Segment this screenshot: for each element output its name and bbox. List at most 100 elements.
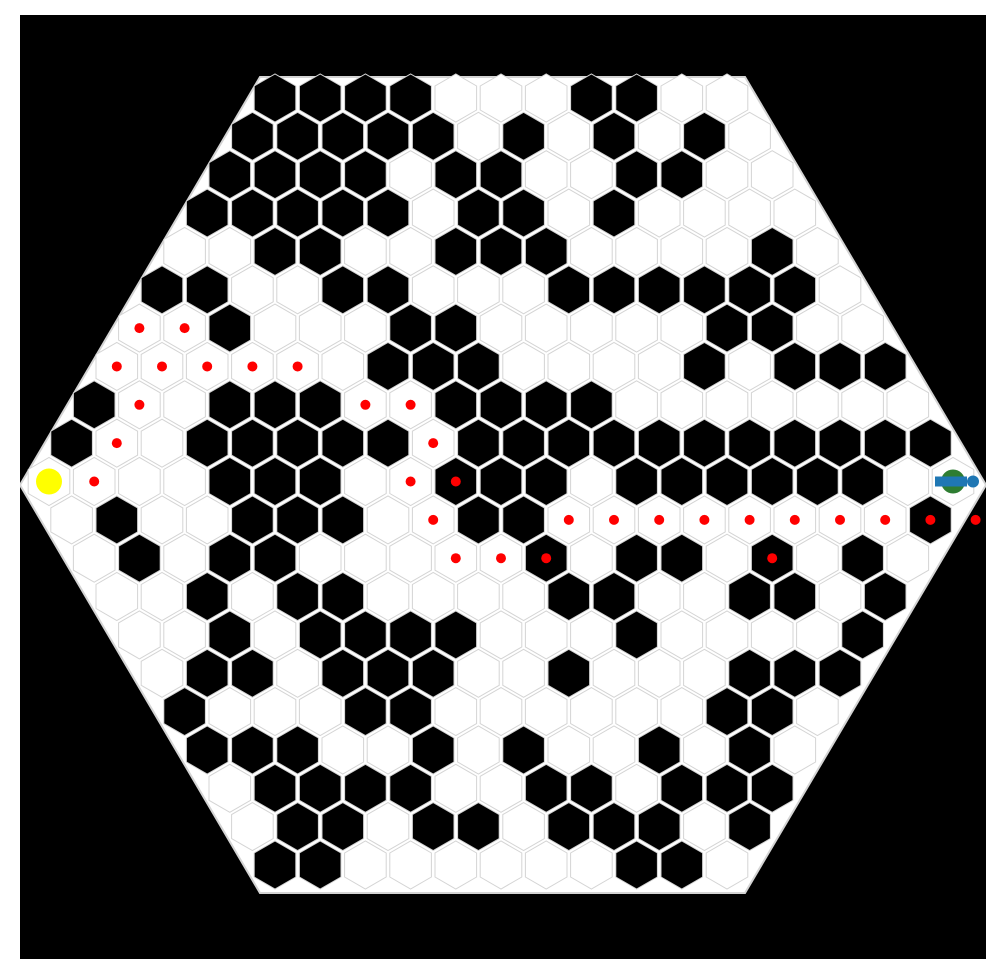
empty-cell[interactable] xyxy=(524,610,568,660)
empty-cell[interactable] xyxy=(479,303,523,353)
empty-cell[interactable] xyxy=(592,648,636,698)
empty-cell[interactable] xyxy=(366,571,410,622)
obstacle-cell[interactable] xyxy=(231,111,274,161)
obstacle-cell[interactable] xyxy=(434,303,478,353)
empty-cell[interactable] xyxy=(592,341,636,391)
obstacle-cell[interactable] xyxy=(637,418,681,468)
obstacle-cell[interactable] xyxy=(344,763,387,813)
empty-cell[interactable] xyxy=(683,571,726,622)
empty-cell[interactable] xyxy=(366,802,410,852)
empty-cell[interactable] xyxy=(570,226,613,276)
empty-cell[interactable] xyxy=(118,610,161,660)
empty-cell[interactable] xyxy=(592,725,636,775)
obstacle-cell[interactable] xyxy=(457,188,500,238)
obstacle-cell[interactable] xyxy=(185,418,229,468)
empty-cell[interactable] xyxy=(660,687,704,737)
obstacle-cell[interactable] xyxy=(344,610,387,660)
obstacle-cell[interactable] xyxy=(615,533,658,583)
obstacle-cell[interactable] xyxy=(208,610,252,660)
obstacle-cell[interactable] xyxy=(683,341,726,391)
empty-cell[interactable] xyxy=(389,533,432,583)
obstacle-cell[interactable] xyxy=(524,226,568,276)
obstacle-cell[interactable] xyxy=(863,571,907,622)
hex-grid-board[interactable] xyxy=(20,15,986,959)
empty-cell[interactable] xyxy=(886,380,930,430)
obstacle-cell[interactable] xyxy=(208,456,252,507)
obstacle-cell[interactable] xyxy=(298,150,342,200)
empty-cell[interactable] xyxy=(163,226,206,276)
obstacle-cell[interactable] xyxy=(366,265,410,315)
empty-cell[interactable] xyxy=(276,265,319,315)
obstacle-cell[interactable] xyxy=(163,687,206,737)
obstacle-cell[interactable] xyxy=(479,150,523,200)
obstacle-cell[interactable] xyxy=(344,73,387,123)
empty-cell[interactable] xyxy=(434,763,478,813)
empty-cell[interactable] xyxy=(502,571,545,622)
obstacle-cell[interactable] xyxy=(298,73,342,123)
obstacle-cell[interactable] xyxy=(524,456,568,507)
obstacle-cell[interactable] xyxy=(524,380,568,430)
obstacle-cell[interactable] xyxy=(615,73,658,123)
obstacle-cell[interactable] xyxy=(547,265,591,315)
obstacle-cell[interactable] xyxy=(909,418,952,468)
obstacle-cell[interactable] xyxy=(637,265,681,315)
empty-cell[interactable] xyxy=(660,73,704,123)
obstacle-cell[interactable] xyxy=(570,380,613,430)
obstacle-cell[interactable] xyxy=(705,456,749,507)
empty-cell[interactable] xyxy=(140,571,184,622)
obstacle-cell[interactable] xyxy=(457,418,500,468)
empty-cell[interactable] xyxy=(524,840,568,890)
obstacle-cell[interactable] xyxy=(547,418,591,468)
obstacle-cell[interactable] xyxy=(411,341,455,391)
obstacle-cell[interactable] xyxy=(615,456,658,507)
empty-cell[interactable] xyxy=(570,840,613,890)
empty-cell[interactable] xyxy=(276,648,319,698)
empty-cell[interactable] xyxy=(140,418,184,468)
obstacle-cell[interactable] xyxy=(366,648,410,698)
obstacle-cell[interactable] xyxy=(502,495,545,545)
empty-cell[interactable] xyxy=(344,226,387,276)
empty-cell[interactable] xyxy=(841,380,884,430)
obstacle-cell[interactable] xyxy=(208,150,252,200)
empty-cell[interactable] xyxy=(773,188,817,238)
obstacle-cell[interactable] xyxy=(298,456,342,507)
obstacle-cell[interactable] xyxy=(411,802,455,852)
obstacle-cell[interactable] xyxy=(570,73,613,123)
obstacle-cell[interactable] xyxy=(298,226,342,276)
empty-cell[interactable] xyxy=(253,687,297,737)
obstacle-cell[interactable] xyxy=(457,495,500,545)
empty-cell[interactable] xyxy=(660,610,704,660)
obstacle-cell[interactable] xyxy=(208,533,252,583)
obstacle-cell[interactable] xyxy=(253,73,297,123)
empty-cell[interactable] xyxy=(457,111,500,161)
obstacle-cell[interactable] xyxy=(276,802,319,852)
empty-cell[interactable] xyxy=(208,226,252,276)
obstacle-cell[interactable] xyxy=(841,456,884,507)
obstacle-cell[interactable] xyxy=(185,648,229,698)
obstacle-cell[interactable] xyxy=(321,495,365,545)
obstacle-cell[interactable] xyxy=(773,265,817,315)
obstacle-cell[interactable] xyxy=(457,802,500,852)
obstacle-cell[interactable] xyxy=(637,802,681,852)
obstacle-cell[interactable] xyxy=(366,188,410,238)
empty-cell[interactable] xyxy=(570,303,613,353)
empty-cell[interactable] xyxy=(434,73,478,123)
obstacle-cell[interactable] xyxy=(773,418,817,468)
obstacle-cell[interactable] xyxy=(773,648,817,698)
empty-cell[interactable] xyxy=(208,763,252,813)
empty-cell[interactable] xyxy=(796,610,839,660)
empty-cell[interactable] xyxy=(660,303,704,353)
obstacle-cell[interactable] xyxy=(231,188,274,238)
obstacle-cell[interactable] xyxy=(389,763,432,813)
obstacle-cell[interactable] xyxy=(95,495,139,545)
empty-cell[interactable] xyxy=(705,840,749,890)
obstacle-cell[interactable] xyxy=(185,571,229,622)
obstacle-cell[interactable] xyxy=(411,725,455,775)
obstacle-cell[interactable] xyxy=(118,533,161,583)
empty-cell[interactable] xyxy=(705,73,749,123)
obstacle-cell[interactable] xyxy=(705,763,749,813)
empty-cell[interactable] xyxy=(547,725,591,775)
empty-cell[interactable] xyxy=(118,456,161,507)
obstacle-cell[interactable] xyxy=(231,725,274,775)
obstacle-cell[interactable] xyxy=(728,571,771,622)
